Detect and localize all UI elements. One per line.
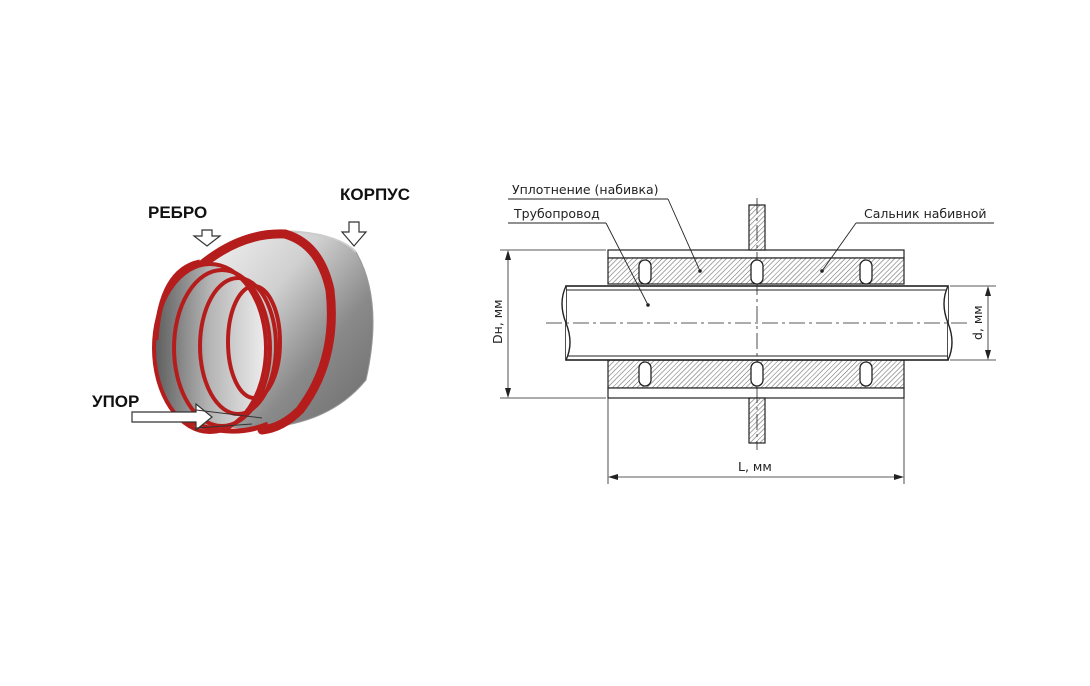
stop-rods-bottom bbox=[638, 361, 873, 387]
stop-ring-2 bbox=[198, 276, 278, 416]
stop-ring-3 bbox=[226, 284, 282, 400]
dim-length-label: L, мм bbox=[738, 459, 772, 474]
pipe-break-right bbox=[943, 285, 953, 361]
dim-outer-label: Dн, мм bbox=[490, 299, 505, 344]
leader-pipeline bbox=[605, 222, 649, 306]
stop-leader-line bbox=[195, 409, 263, 419]
arrowhead-icon bbox=[505, 250, 511, 260]
arrow-down-icon bbox=[192, 229, 222, 247]
sleeve-front-opening bbox=[152, 262, 268, 434]
sleeve-front-rim bbox=[153, 259, 201, 341]
label-stop: УПОР bbox=[92, 392, 139, 411]
label-packing: Уплотнение (набивка) bbox=[512, 182, 659, 197]
gland-section-drawing: Уплотнение (набивка) Трубопровод Сальник… bbox=[490, 182, 996, 484]
arrow-down-icon bbox=[340, 221, 368, 247]
leader-packing bbox=[667, 198, 701, 272]
arrowhead-icon bbox=[894, 474, 904, 480]
arrowhead-icon bbox=[608, 474, 618, 480]
sleeve-bottom-rim bbox=[184, 417, 269, 434]
label-body: КОРПУС bbox=[340, 185, 410, 204]
arrow-right-icon bbox=[131, 402, 213, 432]
sleeve-3d-illustration: РЕБРО КОРПУС УПОР bbox=[92, 185, 410, 435]
arrowhead-icon bbox=[505, 388, 511, 398]
arrowhead-icon bbox=[985, 350, 991, 360]
sleeve-outer-wall-top bbox=[607, 249, 905, 259]
leader-gland bbox=[821, 222, 857, 272]
label-gland: Сальник набивной bbox=[864, 206, 987, 221]
dim-inner-label: d, мм bbox=[970, 305, 985, 340]
arrowhead-icon bbox=[985, 286, 991, 296]
label-pipeline: Трубопровод bbox=[513, 206, 600, 221]
leader-dot bbox=[646, 303, 650, 307]
stop-rods-top bbox=[638, 259, 873, 285]
rib-ring bbox=[193, 229, 336, 435]
sleeve-outer-wall-bottom bbox=[607, 387, 905, 399]
stop-leader-line bbox=[195, 423, 253, 429]
leader-dot bbox=[820, 269, 824, 273]
leader-dot bbox=[698, 269, 702, 273]
label-rib: РЕБРО bbox=[148, 203, 207, 222]
